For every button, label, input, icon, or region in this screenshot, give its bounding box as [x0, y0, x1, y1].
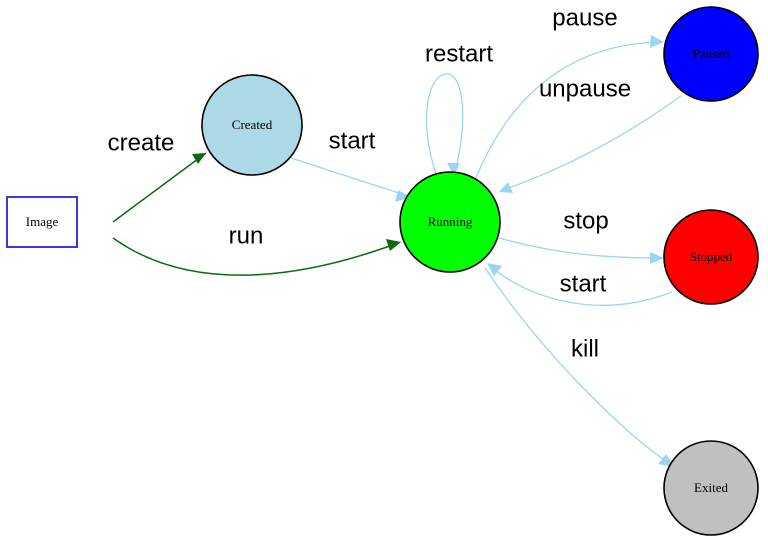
edge-start-stopped[interactable]: start [487, 263, 673, 306]
edge-label-start-created: start [329, 127, 376, 154]
edge-pause[interactable]: pause [475, 4, 664, 179]
edge-label-create: create [108, 129, 175, 156]
edge-restart-arrowhead [447, 163, 460, 176]
node-paused[interactable]: Paused [663, 6, 759, 102]
edge-run-path [112, 237, 399, 276]
edge-unpause-path [502, 95, 682, 191]
edge-create-path [112, 152, 207, 223]
edge-label-restart: restart [425, 40, 493, 67]
edge-unpause[interactable]: unpause [499, 75, 682, 193]
node-stopped[interactable]: Stopped [663, 209, 759, 305]
edge-label-kill: kill [571, 335, 599, 362]
edge-unpause-arrowhead [499, 182, 513, 193]
node-stopped-circle [663, 209, 759, 305]
edge-create[interactable]: create [108, 129, 207, 223]
edge-label-start-stopped: start [560, 270, 607, 297]
edge-start-created-arrowhead [395, 190, 411, 202]
edge-kill[interactable]: kill [484, 267, 674, 467]
edge-restart[interactable]: restart [425, 40, 493, 176]
edge-label-run: run [229, 222, 264, 249]
edge-stop[interactable]: stop [498, 207, 664, 264]
edge-stop-arrowhead [650, 252, 664, 264]
edge-label-unpause: unpause [539, 75, 631, 102]
edge-run-arrowhead [386, 239, 401, 251]
edge-run[interactable]: run [112, 222, 401, 276]
edge-pause-arrowhead [650, 35, 664, 48]
edge-start-stopped-path [489, 265, 673, 306]
edge-start-created-path [290, 157, 409, 197]
edge-restart-path [425, 73, 464, 175]
edge-label-stop: stop [563, 207, 608, 234]
node-paused-circle [663, 6, 759, 102]
node-running[interactable]: Running [399, 171, 501, 273]
edge-create-arrowhead [192, 153, 206, 164]
node-exited[interactable]: Exited [663, 440, 759, 536]
edge-stop-path [498, 237, 661, 259]
node-image[interactable]: Image [6, 196, 78, 248]
edge-label-pause: pause [552, 4, 617, 31]
node-running-circle [399, 171, 501, 273]
edge-start-created[interactable]: start [290, 127, 411, 202]
edge-pause-path [475, 41, 661, 179]
edge-kill-path [484, 267, 671, 465]
node-created[interactable]: Created [201, 74, 303, 176]
node-created-circle [201, 74, 303, 176]
edge-start-stopped-arrowhead [487, 263, 502, 276]
node-exited-circle [663, 440, 759, 536]
node-image-rect [6, 196, 78, 248]
